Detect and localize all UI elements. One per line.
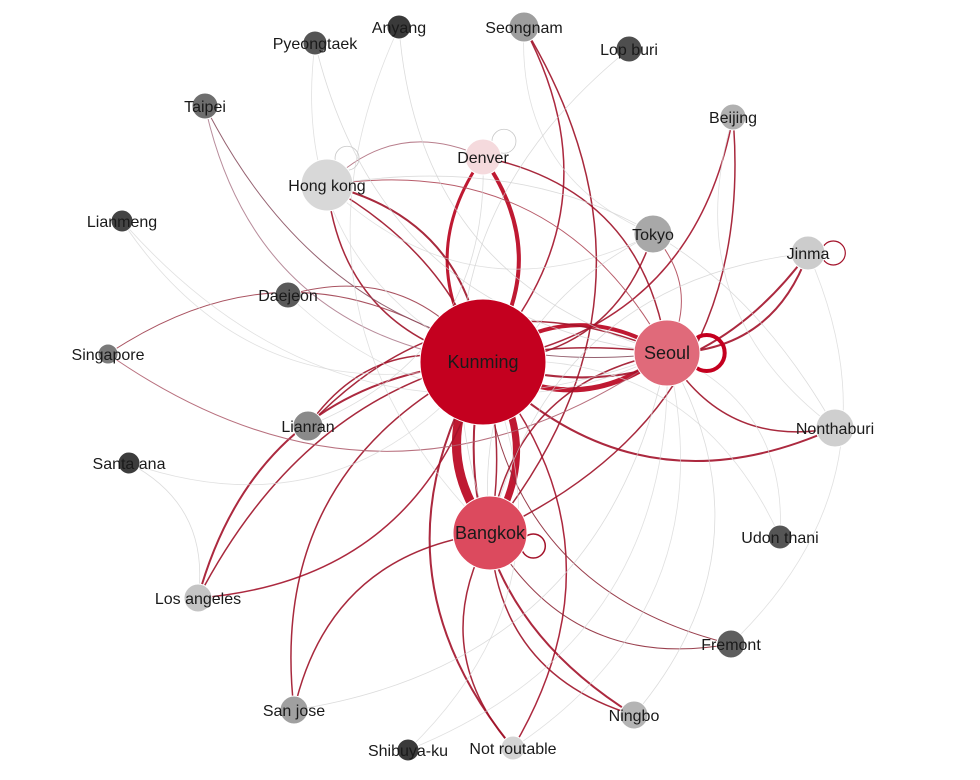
node-label-shibuya: Shibuya-ku [368, 743, 448, 760]
node-bangkok[interactable] [452, 495, 528, 571]
node-label-bangkok: Bangkok [455, 523, 526, 543]
node-pyeongtaek[interactable] [302, 30, 328, 56]
edge-beijing-nonthaburi [717, 116, 836, 429]
node-label-udonthani: Udon thani [741, 530, 818, 547]
node-label-lianran: Lianran [281, 419, 334, 436]
node-label-lopburi: Lop buri [600, 42, 658, 59]
node-label-fremont: Fremont [701, 637, 761, 654]
node-label-singapore: Singapore [72, 347, 145, 364]
edge-losangeles-santaana [128, 462, 201, 599]
node-label-sanjose: San jose [263, 703, 325, 720]
node-label-seongnam: Seongnam [485, 20, 562, 37]
node-tokyo[interactable] [633, 214, 673, 254]
node-label-anyang: Anyang [372, 20, 426, 37]
edge-notroutable-seoul [512, 352, 681, 749]
edge-seoul-denver [482, 156, 668, 354]
node-shibuya[interactable] [396, 738, 420, 762]
edge-fremont-jinma [730, 252, 844, 645]
edge-anyang-bangkok [349, 26, 491, 534]
node-daejeon[interactable] [274, 281, 302, 309]
edge-jinma-bangkok [489, 252, 809, 534]
edge-singapore-seoul [107, 352, 668, 452]
node-label-kunming: Kunming [447, 352, 518, 372]
node-anyang[interactable] [386, 14, 412, 40]
node-lianmeng[interactable] [110, 209, 134, 233]
node-seoul[interactable] [633, 319, 701, 387]
node-label-jinma: Jinma [787, 246, 830, 263]
node-seongnam[interactable] [508, 11, 540, 43]
edge-nonthaburi-hongkong [326, 175, 836, 429]
edge-shibuya-seoul [407, 352, 668, 751]
edge-bangkok-fremont [489, 532, 732, 650]
node-denver[interactable] [464, 138, 502, 176]
node-fremont[interactable] [716, 629, 746, 659]
node-ningbo[interactable] [619, 700, 649, 730]
node-lopburi[interactable] [615, 35, 643, 63]
edge-hongkong-tokyo [326, 184, 654, 270]
edge-taipei-seoul [204, 105, 668, 359]
node-label-santaana: Santa ana [93, 456, 166, 473]
node-beijing[interactable] [719, 103, 747, 131]
node-udonthani[interactable] [767, 524, 793, 550]
nodes-layer [97, 11, 855, 762]
node-label-lianmeng: Lianmeng [87, 214, 157, 231]
node-label-beijing: Beijing [709, 110, 757, 127]
node-hongkong[interactable] [300, 158, 354, 212]
node-jinma[interactable] [790, 235, 826, 271]
node-sanjose[interactable] [279, 695, 309, 725]
edge-sanjose-seoul [293, 352, 668, 711]
edge-seoul-losangeles [197, 346, 668, 599]
node-label-pyeongtaek: Pyeongtaek [273, 36, 359, 53]
node-taipei[interactable] [191, 92, 219, 120]
node-singapore[interactable] [97, 343, 119, 365]
node-label-notroutable: Not routable [469, 741, 556, 758]
node-label-tokyo: Tokyo [632, 227, 674, 244]
node-lianran[interactable] [292, 410, 324, 442]
node-kunming[interactable] [419, 298, 547, 426]
node-label-losangeles: Los angeles [155, 591, 241, 608]
node-label-daejeon: Daejeon [258, 288, 318, 305]
node-label-taipei: Taipei [184, 99, 226, 116]
edge-bangkok-seongnam [489, 26, 598, 534]
edge-seoul-hongkong [326, 179, 668, 354]
node-label-hongkong: Hong kong [288, 178, 365, 195]
edge-bangkok-sanjose [293, 532, 491, 711]
edge-ningbo-seoul [633, 352, 716, 716]
node-nonthaburi[interactable] [815, 408, 855, 448]
node-notroutable[interactable] [500, 735, 526, 761]
edge-pyeongtaek-seoul [314, 42, 668, 354]
node-label-ningbo: Ningbo [609, 708, 660, 725]
node-label-seoul: Seoul [644, 343, 690, 363]
edge-seongnam-tokyo [523, 26, 654, 235]
edge-anyang-seoul [398, 26, 668, 354]
node-label-denver: Denver [457, 150, 509, 167]
edge-lianmeng-seoul [121, 220, 668, 395]
node-losangeles[interactable] [183, 583, 213, 613]
node-santaana[interactable] [117, 451, 141, 475]
node-label-nonthaburi: Nonthaburi [796, 421, 874, 438]
edge-seoul-bangkok [489, 352, 668, 534]
edge-lopburi-bangkok [460, 48, 630, 534]
